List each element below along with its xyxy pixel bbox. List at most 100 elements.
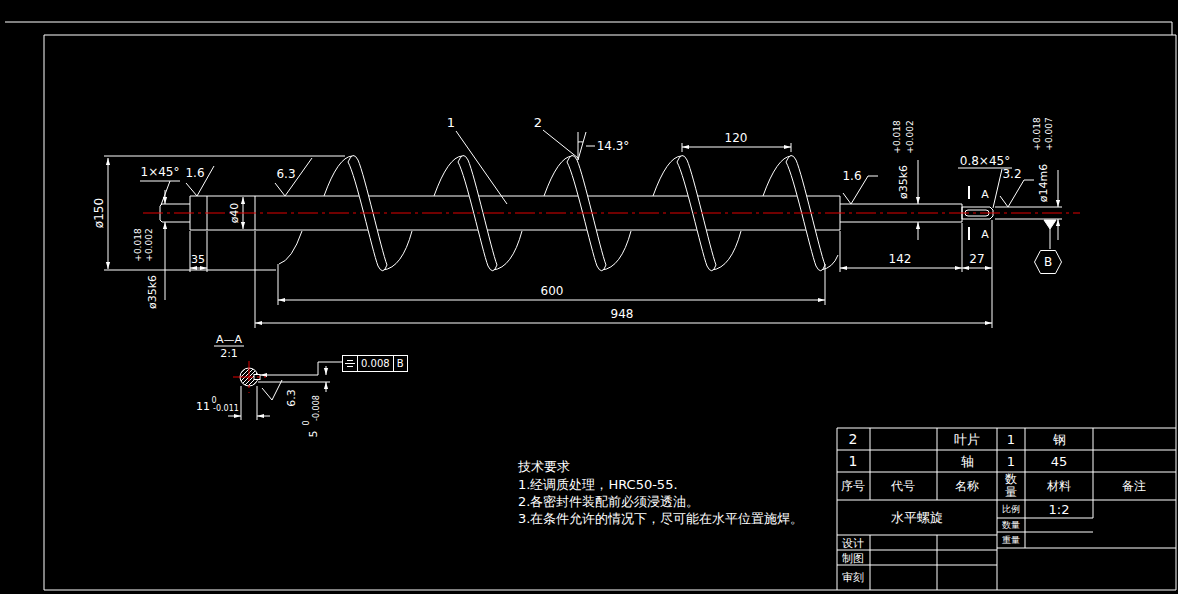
- diameter-dimension: ø35k6: [898, 165, 909, 199]
- dimension-line: [962, 268, 992, 269]
- dimension-line: [682, 147, 791, 148]
- table-cell: 1: [849, 454, 858, 468]
- length-dimension: 948: [611, 308, 634, 320]
- roughness-value: 6.3: [276, 168, 295, 180]
- length-dimension: 600: [541, 285, 564, 297]
- table-cell: 1: [1007, 433, 1015, 446]
- roughness-value: 1.6: [842, 170, 861, 182]
- tolerance-value: +0.007: [1045, 117, 1054, 150]
- table-cell: 2: [849, 432, 858, 446]
- tolerance-value: +0.018: [893, 120, 902, 153]
- table-cell: 轴: [961, 455, 974, 468]
- pitch-dimension: 120: [725, 132, 748, 144]
- sheet-border: [5, 22, 1172, 35]
- callout-leader: [543, 130, 578, 158]
- dimension-line: [165, 222, 166, 300]
- table-cell: 备注: [1122, 480, 1146, 492]
- diameter-dimension: ø150: [93, 198, 105, 228]
- section-mark: A: [981, 189, 989, 200]
- dimension-line: [255, 323, 992, 324]
- dimension-line: [190, 268, 207, 269]
- note-text: 2.各密封件装配前必须浸透油。: [518, 495, 699, 508]
- extension-line: [258, 382, 330, 383]
- dimension-line: [1058, 170, 1059, 207]
- tolerance-value: 0: [303, 420, 311, 425]
- angle-mark: [578, 132, 595, 160]
- datum-line: [1050, 229, 1051, 249]
- note-text: 1.经调质处理，HRC50-55.: [518, 478, 678, 491]
- scale-note: 2:1: [220, 348, 238, 359]
- center-line: [233, 361, 266, 393]
- notes-heading: 技术要求: [518, 460, 570, 473]
- center-line: [143, 213, 1080, 214]
- dimension-line: [918, 160, 919, 204]
- table-cell: 比例: [1002, 505, 1020, 514]
- roughness-symbol: [186, 166, 214, 196]
- diameter-dimension: ø35k6: [147, 275, 158, 309]
- length-dimension: 27: [969, 253, 984, 265]
- table-cell: 1:2: [1049, 503, 1070, 516]
- table-cell: 水平螺旋: [891, 511, 943, 524]
- datum-triangle: [1044, 220, 1056, 229]
- title-block-grid: [837, 428, 1176, 590]
- tolerance-text: B: [393, 356, 407, 371]
- note-text: 3.在条件允许的情况下，尽可能在水平位置施焊。: [518, 512, 803, 525]
- section-mark: A: [981, 229, 989, 240]
- roughness-value: 3.2: [1002, 168, 1021, 180]
- table-cell: 钢: [1053, 433, 1066, 446]
- symmetry-symbol: [343, 356, 357, 371]
- length-dimension: 142: [889, 253, 912, 265]
- table-cell: 序号: [841, 480, 865, 492]
- callout-leader: [456, 131, 507, 204]
- roughness-symbol: [1000, 180, 1034, 207]
- datum-letter: B: [1034, 250, 1062, 274]
- chamfer-note: 1×45°: [141, 166, 180, 178]
- table-cell: 叶片: [954, 433, 980, 446]
- tolerance-value: +0.002: [145, 228, 154, 261]
- dimension-line: [326, 382, 327, 392]
- dimension-line: [1058, 219, 1059, 240]
- tolerance-value: -0.011: [213, 405, 239, 413]
- table-cell: 1: [1007, 455, 1015, 468]
- angle-dimension: 14.3°: [597, 140, 630, 152]
- extension-line: [104, 143, 1062, 328]
- symmetry-lines: [345, 361, 355, 367]
- table-cell: 材料: [1047, 480, 1071, 492]
- dimension-line: [108, 158, 109, 269]
- tolerance-value: 0: [211, 397, 216, 405]
- drawing-frame: [44, 35, 1176, 590]
- diameter-dimension: ø40: [229, 203, 240, 224]
- tolerance-value: -0.008: [313, 395, 321, 421]
- width-dimension: 11: [196, 401, 210, 412]
- roughness-symbol: [262, 380, 282, 400]
- dimension-line: [278, 300, 825, 301]
- roughness-value: 6.3: [286, 389, 297, 407]
- section-title-rule: [214, 346, 244, 347]
- section-title: A—A: [216, 334, 242, 345]
- table-cell: 45: [1051, 455, 1068, 468]
- dimension-line: [840, 268, 962, 269]
- diameter-dimension: ø14m6: [1038, 164, 1049, 202]
- dimension-line: [228, 416, 241, 417]
- table-cell: 代号: [891, 480, 915, 492]
- tolerance-text: 0.008: [357, 356, 393, 371]
- length-dimension: 35: [191, 254, 205, 265]
- tolerance-leader: [260, 362, 342, 375]
- callout-number: 1: [447, 116, 455, 129]
- depth-dimension: 5: [308, 431, 319, 438]
- callout-number: 2: [534, 116, 542, 129]
- table-cell: 名称: [955, 480, 979, 492]
- roughness-symbol: [275, 158, 312, 196]
- chamfer-leader: [140, 181, 180, 205]
- roughness-value: 1.6: [185, 167, 204, 179]
- hexagon-outline: [1035, 251, 1062, 274]
- dimension-line: [326, 366, 327, 375]
- dimension-line: [257, 416, 270, 417]
- table-cell: 制图: [842, 553, 864, 564]
- datum-symbol: B: [1034, 250, 1062, 274]
- tolerance-value: +0.002: [906, 120, 915, 153]
- tolerance-value: +0.018: [134, 228, 143, 261]
- section-hatch: [218, 362, 276, 392]
- tolerance-value: +0.018: [1033, 117, 1042, 150]
